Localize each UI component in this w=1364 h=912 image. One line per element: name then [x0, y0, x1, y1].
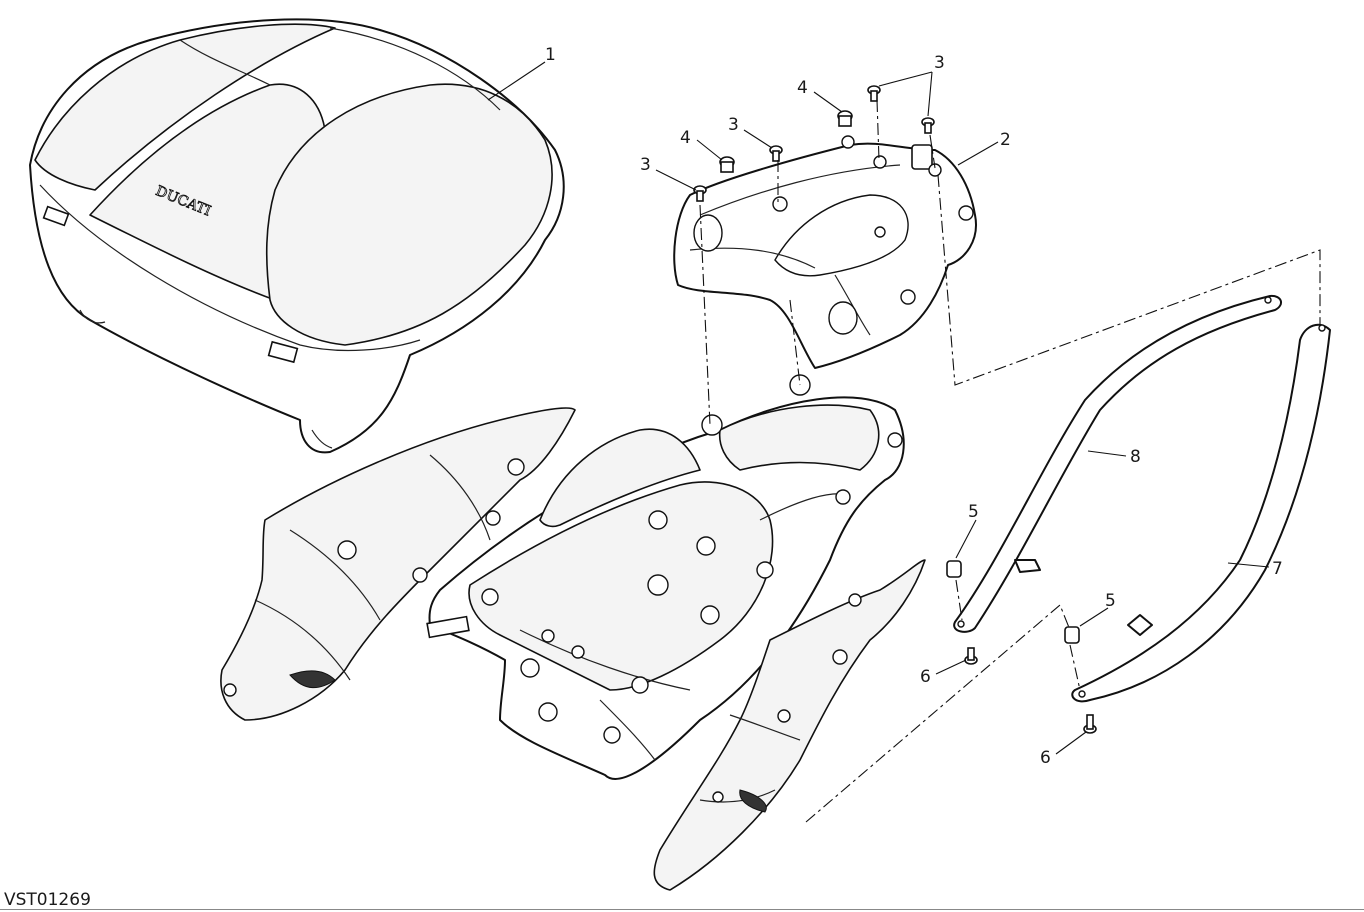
spacer-5-b — [1064, 626, 1080, 644]
callout-3: 3 — [934, 53, 945, 73]
callout-6: 6 — [920, 667, 931, 687]
screw-3-c — [867, 85, 881, 102]
top-case: DUCATI — [29, 18, 565, 454]
callout-5: 5 — [1105, 591, 1116, 611]
callout-7: 7 — [1272, 559, 1283, 579]
callout-1: 1 — [545, 45, 556, 65]
right-side-panel — [653, 559, 926, 891]
grab-handle-8 — [953, 294, 1282, 633]
assembly-lines — [699, 99, 1321, 823]
spacer-5-a — [946, 560, 962, 578]
luggage-rack-plate — [673, 135, 977, 369]
screw-3-d — [921, 117, 935, 134]
bottom-rule — [0, 909, 1364, 910]
callout-4: 4 — [797, 78, 808, 98]
screw-3-b — [769, 145, 783, 162]
screw-3-a — [693, 185, 707, 202]
callouts: 1 2 3 3 3 4 4 5 5 6 6 7 8 — [545, 45, 1283, 768]
callout-8: 8 — [1130, 447, 1141, 467]
leader-lines — [487, 61, 1270, 755]
callout-3: 3 — [640, 155, 651, 175]
drawing-code: VST01269 — [4, 890, 91, 910]
screw-6-a — [964, 647, 978, 665]
callout-3: 3 — [728, 115, 739, 135]
hardware — [693, 85, 1097, 734]
rear-subframe — [426, 374, 905, 780]
left-side-panel — [220, 407, 576, 721]
callout-4: 4 — [680, 128, 691, 148]
screw-6-b — [1083, 714, 1097, 734]
grab-handle-7 — [1071, 323, 1331, 703]
spacer-4-a — [719, 156, 735, 173]
callout-5: 5 — [968, 502, 979, 522]
callout-2: 2 — [1000, 130, 1011, 150]
spacer-4-b — [837, 110, 853, 127]
callout-6: 6 — [1040, 748, 1051, 768]
